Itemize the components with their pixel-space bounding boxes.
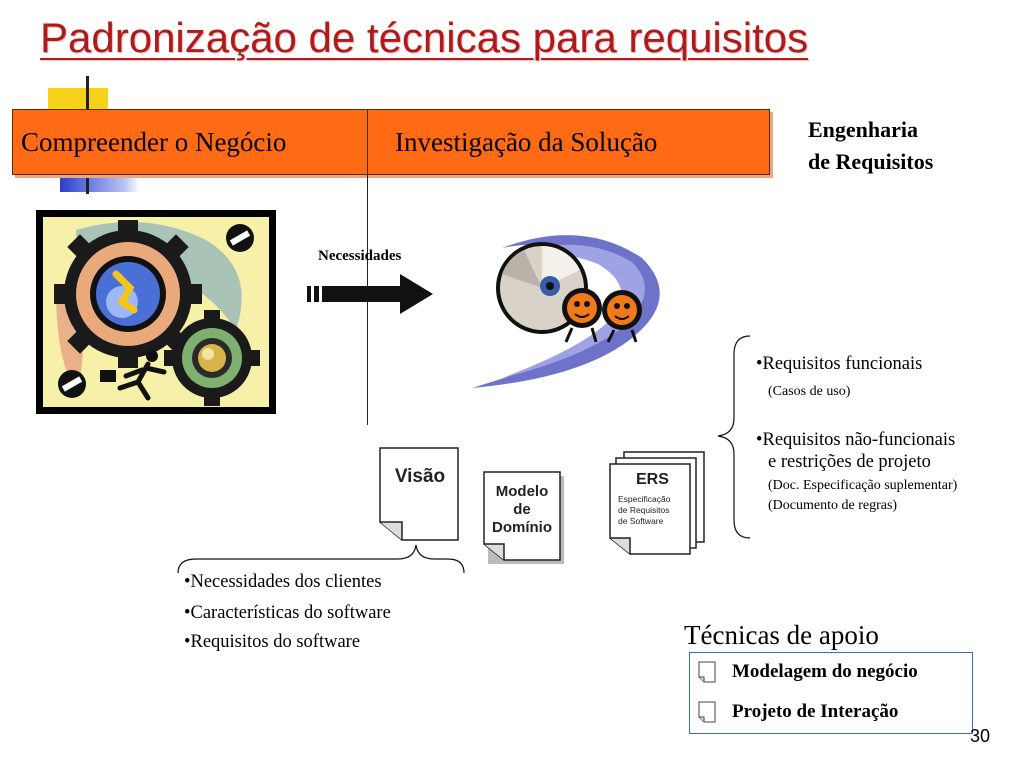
vision-doc-title: Visão — [395, 466, 445, 487]
vision-item-software-requirements: •Requisitos do software — [184, 632, 361, 652]
solution-disc-illustration — [472, 235, 660, 388]
ers-sub-1: Especificação — [618, 494, 671, 504]
use-cases-note: (Casos de uso) — [768, 384, 851, 399]
slide-title: Padronização de técnicas para requisitos — [40, 14, 809, 61]
support-techniques-box: Modelagem do negócio Projeto de Interaçã… — [689, 652, 973, 734]
requirements-engineering-label: Engenharia de Requisitos — [808, 114, 1008, 178]
page-number: 30 — [970, 726, 991, 746]
domain-doc-line-3: Domínio — [492, 519, 552, 536]
gear-character-icon — [562, 288, 602, 328]
technique-business-modeling: Modelagem do negócio — [698, 661, 918, 683]
vision-item-client-needs: •Necessidades dos clientes — [184, 572, 382, 592]
bottom-brace — [177, 544, 465, 574]
nonfunctional-requirements: •Requisitos não-funcionais — [756, 430, 956, 450]
small-gear-icon — [164, 310, 260, 406]
technique-label: Projeto de Interação — [732, 701, 899, 722]
gear-character-icon-2 — [602, 290, 642, 330]
page-icon — [698, 701, 716, 723]
phase-understand-business: Compreender o Negócio — [21, 126, 287, 157]
eng-line-2: de Requisitos — [808, 149, 934, 174]
running-man-icon — [100, 350, 167, 401]
design-constraints: e restrições de projeto — [768, 452, 931, 472]
phase-solution-investigation: Investigação da Solução — [395, 126, 658, 157]
domain-doc-line-2: de — [513, 501, 531, 518]
business-gears-illustration — [36, 210, 276, 414]
ers-title: ERS — [636, 471, 669, 488]
supplementary-spec-note: (Doc. Especificação suplementar) — [768, 478, 958, 493]
rules-doc-note: (Documento de regras) — [768, 498, 898, 513]
page-icon — [698, 661, 716, 683]
domain-model-document-icon: Modelo de Domínio — [483, 471, 564, 564]
eng-line-1: Engenharia — [808, 117, 919, 142]
no-entry-icon — [226, 224, 254, 252]
vision-document-icon: Visão — [379, 447, 459, 541]
technique-interaction-design: Projeto de Interação — [698, 701, 898, 723]
vision-item-software-features: •Características do software — [184, 603, 391, 623]
right-arrow-icon — [307, 274, 433, 314]
domain-doc-line-1: Modelo — [496, 483, 549, 500]
right-brace — [717, 335, 751, 539]
technique-label: Modelagem do negócio — [732, 661, 918, 682]
phase-separator — [367, 110, 368, 174]
ers-sub-2: de Requisitos — [618, 505, 670, 515]
ers-sub-3: de Software — [618, 516, 664, 526]
phase-bar: Compreender o Negócio Investigação da So… — [12, 109, 770, 175]
functional-requirements: •Requisitos funcionais — [756, 354, 923, 374]
ers-document-stack-icon: ERS Especificação de Requisitos de Softw… — [609, 451, 705, 555]
large-gear-icon — [54, 220, 202, 368]
support-techniques-title: Técnicas de apoio — [684, 620, 879, 650]
no-entry-icon-2 — [58, 370, 86, 398]
needs-arrow-label: Necessidades — [318, 248, 402, 264]
